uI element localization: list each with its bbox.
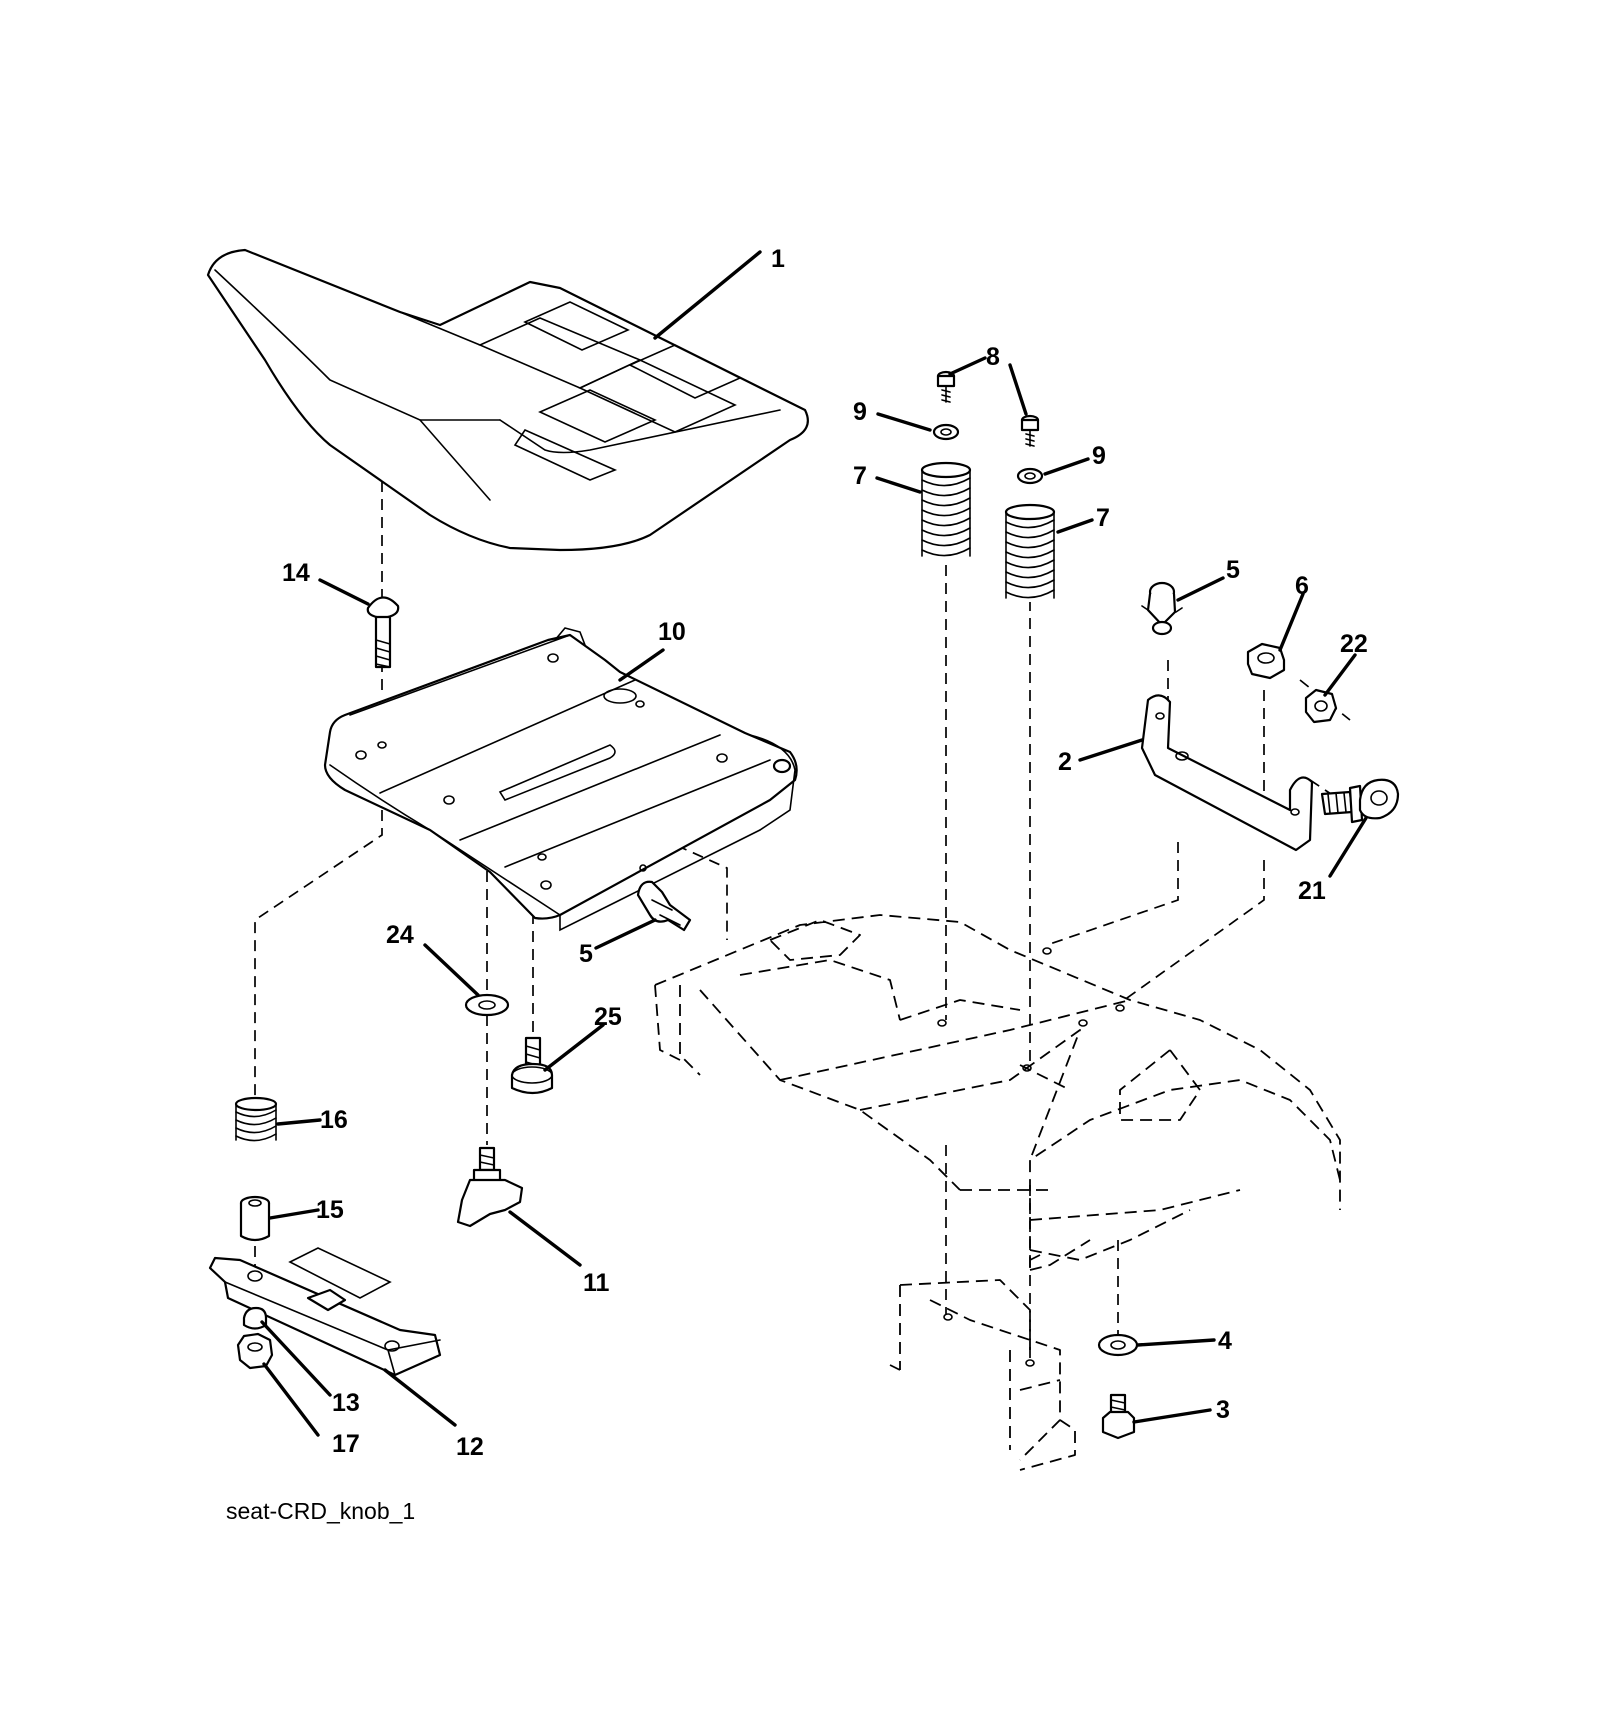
nut-17 xyxy=(236,1332,274,1370)
callout-6: 6 xyxy=(1295,572,1309,600)
diagram-caption: seat-CRD_knob_1 xyxy=(226,1498,415,1524)
callout-8: 8 xyxy=(986,343,1000,371)
callout-9-left: 9 xyxy=(853,398,867,426)
nut-6 xyxy=(1246,642,1286,680)
callout-24: 24 xyxy=(386,921,414,949)
washer-24 xyxy=(464,993,510,1017)
callout-25: 25 xyxy=(594,1003,622,1031)
knob-11 xyxy=(456,1146,524,1228)
callout-7-right: 7 xyxy=(1096,504,1110,532)
callout-3: 3 xyxy=(1216,1396,1230,1424)
callout-9-right: 9 xyxy=(1092,442,1106,470)
callout-10: 10 xyxy=(658,618,686,646)
washer-9-right xyxy=(1016,467,1044,485)
callout-12: 12 xyxy=(456,1433,484,1461)
spring-7-right xyxy=(1004,503,1056,602)
callout-16: 16 xyxy=(320,1106,348,1134)
clip-5-upper xyxy=(1141,581,1183,636)
flange-bolt-25 xyxy=(510,1036,554,1095)
bolt-8-right xyxy=(1020,414,1040,447)
callout-5-lower: 5 xyxy=(579,940,593,968)
callout-22: 22 xyxy=(1340,630,1368,658)
slide-plate-12 xyxy=(208,1247,442,1377)
leader-lines xyxy=(260,250,1368,1437)
callout-21: 21 xyxy=(1298,877,1326,905)
washer-13 xyxy=(242,1306,268,1330)
bolt-3 xyxy=(1101,1393,1136,1440)
seat-pan-10 xyxy=(323,627,798,932)
callout-13: 13 xyxy=(332,1389,360,1417)
callout-17: 17 xyxy=(332,1430,360,1458)
assembly-lines xyxy=(254,355,1351,1360)
spring-16 xyxy=(234,1096,278,1144)
bracket-2 xyxy=(1140,694,1314,852)
callout-14: 14 xyxy=(282,559,310,587)
washer-4 xyxy=(1097,1333,1139,1357)
nut-22 xyxy=(1304,688,1338,724)
callout-4: 4 xyxy=(1218,1327,1232,1355)
spacer-15 xyxy=(239,1195,271,1242)
callout-15: 15 xyxy=(316,1196,344,1224)
seat-cushion xyxy=(206,248,809,552)
carriage-bolt-14 xyxy=(366,596,400,669)
washer-9-left xyxy=(932,423,960,441)
bolt-8-left xyxy=(936,370,956,403)
callout-1: 1 xyxy=(771,245,785,273)
tractor-frame-outline xyxy=(654,914,1341,1471)
callout-7-left: 7 xyxy=(853,462,867,490)
callout-5-upper: 5 xyxy=(1226,556,1240,584)
callout-11: 11 xyxy=(583,1269,610,1297)
spring-7-left xyxy=(920,461,972,560)
callout-2: 2 xyxy=(1058,748,1072,776)
shoulder-bolt-21 xyxy=(1320,778,1400,824)
